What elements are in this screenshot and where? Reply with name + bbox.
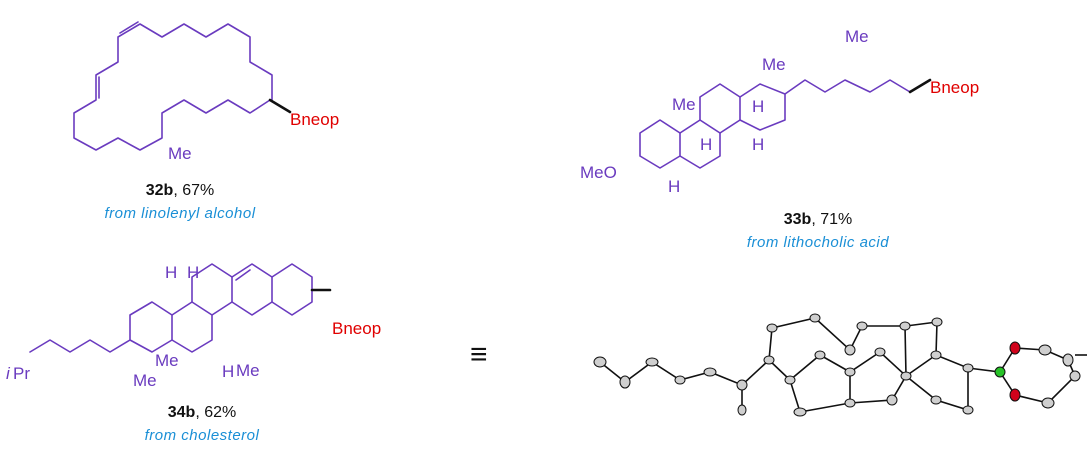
source-33b: from lithocholic acid [747, 234, 889, 251]
caption-34b: 34b, 62% [168, 404, 237, 421]
methyl-label-34b-3: Me [236, 361, 260, 380]
equivalence-symbol: ≡ [470, 338, 488, 371]
boron-label-32b: Bneop [290, 110, 339, 129]
hydrogen-label-34b-1: H [165, 263, 177, 282]
structure-33b: Bneop MeO Me Me Me H H H H [580, 27, 979, 196]
boron-label-33b: Bneop [930, 78, 979, 97]
crystal-structure [593, 313, 1087, 417]
structure-32b: Bneop Me [73, 21, 339, 163]
boron-atom-ellipsoid [994, 366, 1006, 378]
oxygen-atom-ellipsoid-2 [1009, 388, 1021, 402]
source-32b: from linolenyl alcohol [104, 205, 255, 222]
boron-label-34b: Bneop [332, 319, 381, 338]
source-34b: from cholesterol [145, 427, 260, 444]
hydrogen-label-34b-3: H [222, 362, 234, 381]
ipr-pr-label: Pr [13, 364, 30, 383]
methyl-label-33b-1: Me [672, 95, 696, 114]
hydrogen-label-33b-3: H [752, 135, 764, 154]
methyl-label-34b-2: Me [155, 351, 179, 370]
double-bond-1 [119, 21, 139, 34]
methyl-label-33b-2: Me [762, 55, 786, 74]
methyl-label-32b: Me [168, 144, 192, 163]
methyl-label-34b-1: Me [133, 371, 157, 390]
structure-34b: Bneop i Pr Me Me Me H H H [6, 263, 381, 390]
hydrogen-label-34b-2: H [187, 263, 199, 282]
hydrogen-label-33b-4: H [668, 177, 680, 196]
caption-33b: 33b, 71% [784, 211, 853, 228]
methyl-label-33b-3: Me [845, 27, 869, 46]
hydrogen-label-33b-1: H [700, 135, 712, 154]
methoxy-label: MeO [580, 163, 617, 182]
ipr-i-label: i [6, 364, 11, 383]
hydrogen-label-33b-2: H [752, 97, 764, 116]
caption-32b: 32b, 67% [146, 182, 215, 199]
oxygen-atom-ellipsoid-1 [1009, 341, 1021, 355]
c-b-bond-33b [908, 78, 932, 94]
